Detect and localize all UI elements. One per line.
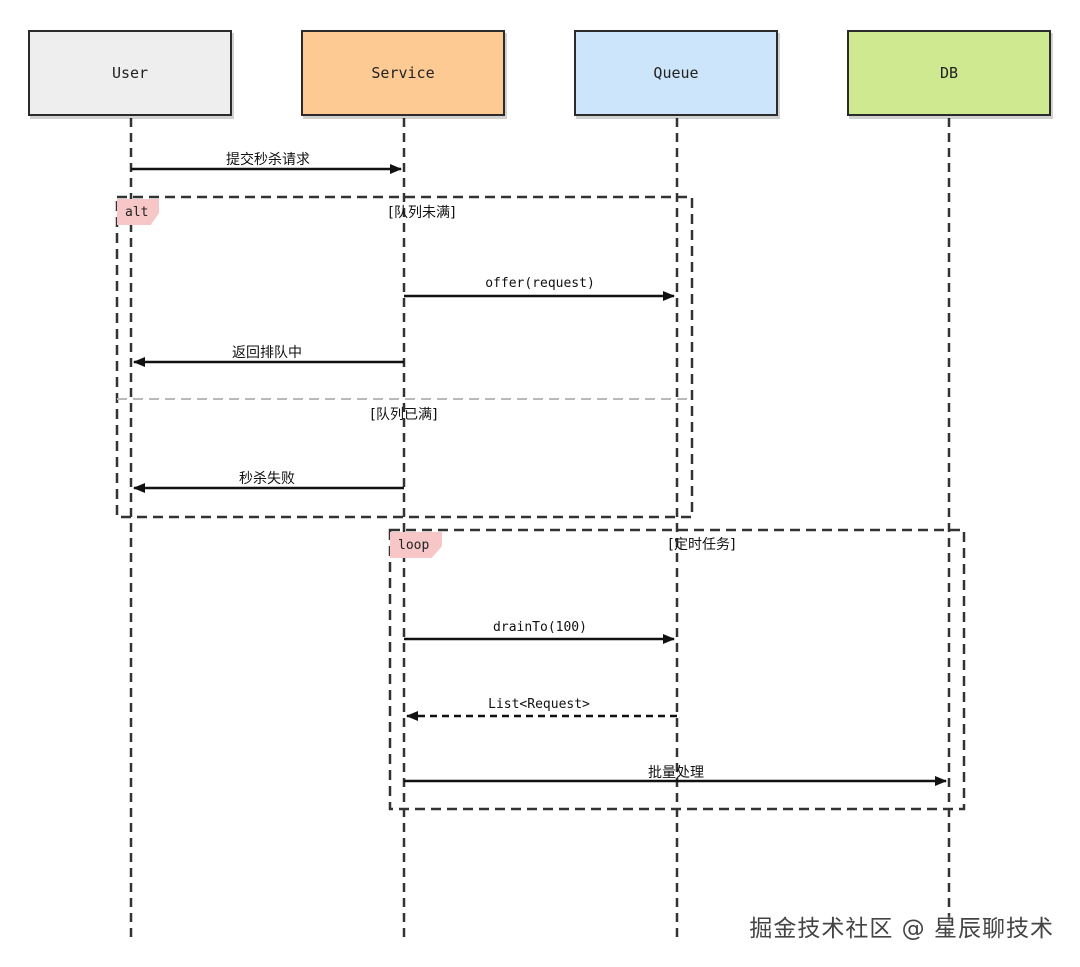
alt-condition-full: [队列已满] [370,407,438,423]
alt-condition-not-full: [队列未满] [388,205,456,221]
participant-db: DB [847,30,1051,116]
message-label-offer: offer(request) [485,276,595,291]
message-label-batch: 批量处理 [648,765,704,781]
loop-frame-tag: loop [390,532,442,558]
message-label-fail: 秒杀失败 [239,471,295,487]
watermark: 掘金技术社区 @ 星辰聊技术 [749,916,1054,942]
participant-queue: Queue [574,30,778,116]
alt-frame-tag: alt [117,199,159,225]
participant-service: Service [301,30,505,116]
message-label-list: List<Request> [488,697,590,712]
participant-user: User [28,30,232,116]
loop-condition-timer: [定时任务] [668,537,736,553]
message-label-queued: 返回排队中 [232,345,302,361]
message-label-submit: 提交秒杀请求 [226,152,310,168]
message-label-drain: drainTo(100) [493,620,587,635]
loop-frame [388,528,966,811]
